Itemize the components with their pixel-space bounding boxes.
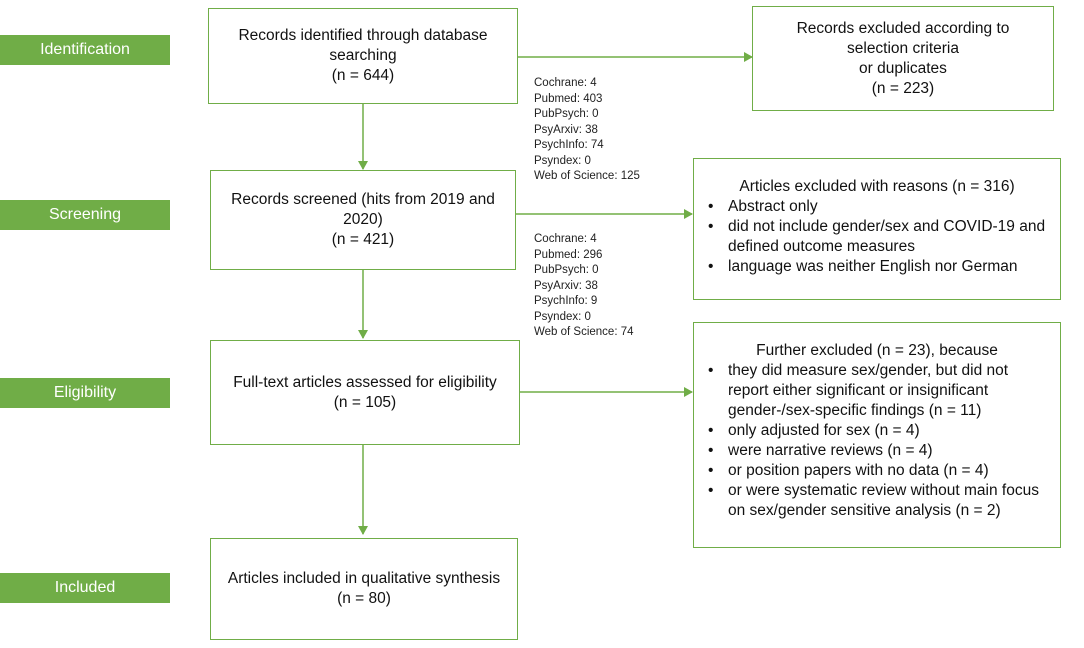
db-hit: PsychInfo: 9	[534, 295, 598, 307]
records-excluded-line1: Records excluded according to	[796, 19, 1010, 37]
included-box: Articles included in qualitative synthes…	[210, 538, 518, 640]
further-excluded-title: Further excluded (n = 23), because	[756, 342, 998, 359]
db-hit: Pubmed: 403	[534, 92, 603, 105]
stage-identification: Identification	[0, 35, 170, 65]
list-item: they did measure sex/gender, but did not…	[702, 361, 1052, 421]
stage-eligibility: Eligibility	[0, 378, 170, 408]
records-excluded-box: Records excluded according to selection …	[752, 6, 1054, 111]
db-hit: Cochrane: 4	[534, 233, 597, 245]
list-item: did not include gender/sex and COVID-19 …	[702, 217, 1052, 257]
list-item: only adjusted for sex (n = 4)	[702, 421, 1052, 441]
list-item: Abstract only	[702, 197, 1052, 217]
records-identified-count: (n = 644)	[331, 67, 395, 84]
records-screened-box: Records screened (hits from 2019 and 202…	[210, 170, 516, 270]
articles-excluded-title: Articles excluded with reasons (n = 316)	[739, 178, 1015, 195]
list-item: or were systematic review without main f…	[702, 481, 1052, 521]
database-hits-screening: Cochrane: 4 Pubmed: 296 PubPsych: 0 PsyA…	[534, 232, 634, 341]
db-hit: PsychInfo: 74	[534, 139, 604, 151]
db-hit: Cochrane: 4	[534, 77, 597, 89]
list-item: were narrative reviews (n = 4)	[702, 441, 1052, 461]
included-line1: Articles included in qualitative synthes…	[227, 570, 501, 587]
eligibility-line1: Full-text articles assessed for eligibil…	[233, 373, 497, 391]
further-excluded-list: they did measure sex/gender, but did not…	[702, 361, 1052, 521]
records-excluded-line3: or duplicates	[859, 59, 947, 77]
db-hit: Psyndex: 0	[534, 154, 591, 167]
db-hit: PubPsych: 0	[534, 108, 599, 120]
db-hit: PubPsych: 0	[534, 264, 599, 276]
records-screened-line1: Records screened (hits from 2019 and	[231, 191, 495, 208]
stage-screening: Screening	[0, 200, 170, 230]
records-identified-line1: Records identified through database	[238, 27, 488, 44]
db-hit: Psyndex: 0	[534, 310, 591, 323]
eligibility-count: (n = 105)	[333, 393, 397, 411]
records-screened-line2: 2020)	[343, 211, 383, 228]
stage-included: Included	[0, 573, 170, 603]
database-hits-identification: Cochrane: 4 Pubmed: 403 PubPsych: 0 PsyA…	[534, 76, 640, 185]
articles-excluded-reasons-box: Articles excluded with reasons (n = 316)…	[693, 158, 1061, 300]
list-item: language was neither English nor German	[702, 257, 1052, 277]
db-hit: Web of Science: 74	[534, 326, 634, 338]
db-hit: Web of Science: 125	[534, 170, 640, 182]
records-identified-line2: searching	[329, 47, 397, 64]
excluded-reasons-list: Abstract only did not include gender/sex…	[702, 197, 1052, 277]
records-screened-count: (n = 421)	[331, 231, 395, 248]
included-count: (n = 80)	[337, 590, 391, 607]
db-hit: PsyArxiv: 38	[534, 279, 598, 292]
records-identified-box: Records identified through database sear…	[208, 8, 518, 104]
further-excluded-box: Further excluded (n = 23), because they …	[693, 322, 1061, 548]
list-item: or position papers with no data (n = 4)	[702, 461, 1052, 481]
records-excluded-count: (n = 223)	[871, 79, 935, 97]
db-hit: PsyArxiv: 38	[534, 123, 598, 136]
eligibility-box: Full-text articles assessed for eligibil…	[210, 340, 520, 445]
db-hit: Pubmed: 296	[534, 248, 603, 261]
records-excluded-line2: selection criteria	[847, 39, 959, 57]
